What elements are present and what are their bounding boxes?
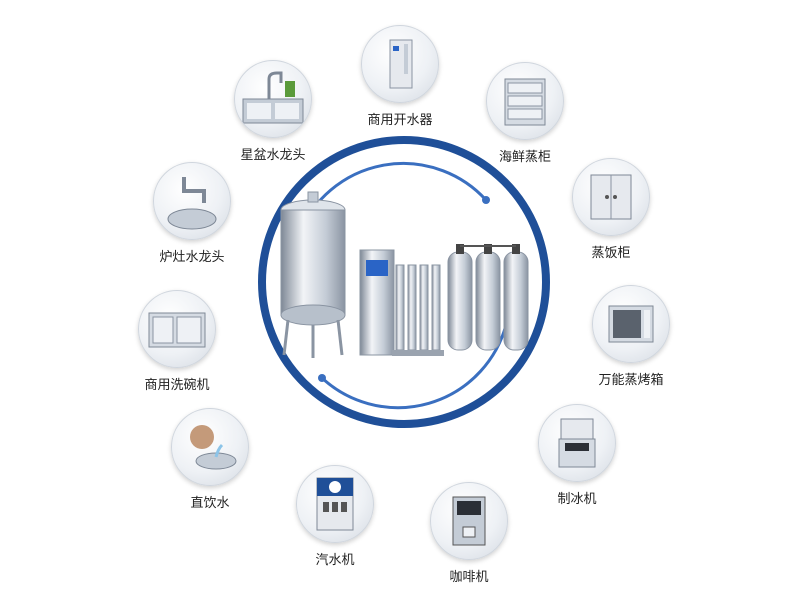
inner-arc-top-end <box>482 196 490 204</box>
inner-arc-bottom-end <box>318 374 326 382</box>
appliance-label: 商用洗碗机 <box>144 378 210 393</box>
appliance-sink-faucet: 星盆水龙头 <box>228 60 318 163</box>
water-boiler-icon <box>361 25 439 103</box>
appliance-water-boiler: 商用开水器 <box>355 25 445 128</box>
appliance-stove-faucet: 炉灶水龙头 <box>147 162 237 265</box>
appliance-label: 制冰机 <box>557 492 597 507</box>
appliance-label: 咖啡机 <box>449 570 489 585</box>
appliance-soda-dispenser: 汽水机 <box>290 465 380 568</box>
appliance-direct-drinking: 直饮水 <box>165 408 255 511</box>
appliance-label: 商用开水器 <box>367 113 433 128</box>
seafood-steamer-icon <box>486 62 564 140</box>
soda-dispenser-icon <box>296 465 374 543</box>
sink-faucet-icon <box>234 60 312 138</box>
coffee-machine-icon <box>430 482 508 560</box>
rice-steamer-icon <box>572 158 650 236</box>
direct-drinking-icon <box>171 408 249 486</box>
outer-ring <box>258 136 550 428</box>
appliance-label: 汽水机 <box>315 553 355 568</box>
appliance-dishwasher: 商用洗碗机 <box>132 290 222 393</box>
appliance-ice-maker: 制冰机 <box>532 404 622 507</box>
appliance-rice-steamer: 蒸饭柜 <box>566 158 656 261</box>
appliance-label: 万能蒸烤箱 <box>598 373 664 388</box>
appliance-label: 炉灶水龙头 <box>159 250 225 265</box>
appliance-coffee-machine: 咖啡机 <box>424 482 514 585</box>
ice-maker-icon <box>538 404 616 482</box>
appliance-combi-oven: 万能蒸烤箱 <box>586 285 676 388</box>
inner-arc-bottom <box>320 324 508 410</box>
combi-oven-icon <box>592 285 670 363</box>
water-purification-system-icon <box>280 191 529 358</box>
appliance-label: 星盆水龙头 <box>240 148 306 163</box>
appliance-label: 海鲜蒸柜 <box>498 150 551 165</box>
appliance-seafood-steamer: 海鲜蒸柜 <box>480 62 570 165</box>
dishwasher-icon <box>138 290 216 368</box>
stove-faucet-icon <box>153 162 231 240</box>
appliance-label: 蒸饭柜 <box>591 246 631 261</box>
appliance-label: 直饮水 <box>190 496 230 511</box>
